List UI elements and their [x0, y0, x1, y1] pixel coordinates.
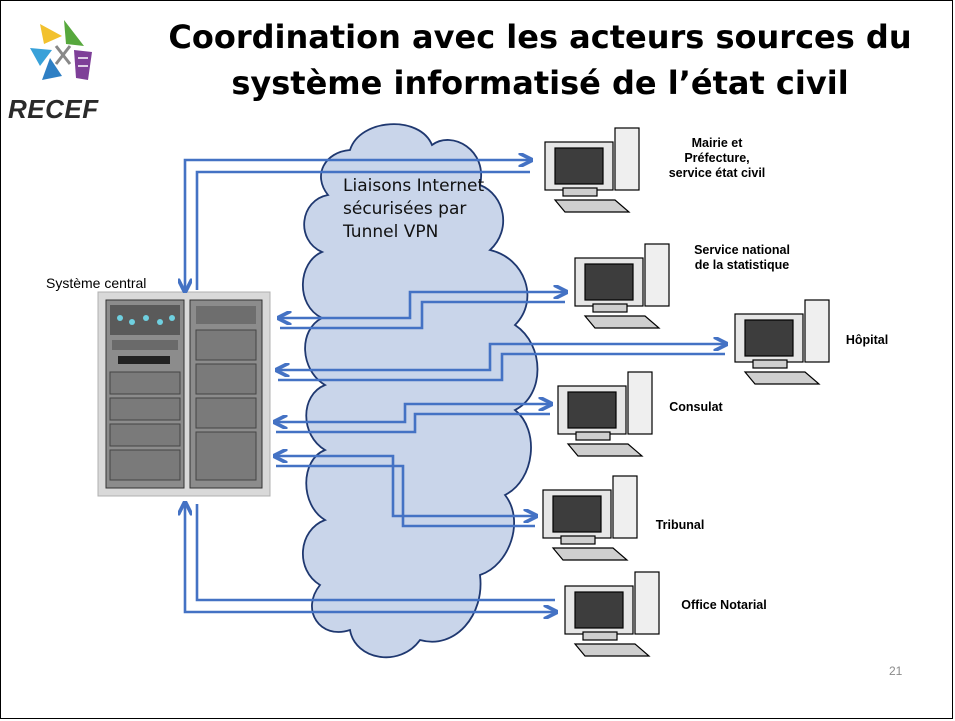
link-notarial: [185, 504, 555, 612]
page-number: 21: [889, 664, 903, 678]
node-label-notarial: Office Notarial: [681, 598, 767, 612]
page-title: Coordination avec les acteurs sources du…: [168, 18, 912, 102]
link-hopital: [278, 344, 725, 370]
central-server-rack: [97, 291, 271, 497]
central-system-label: Système central: [46, 275, 147, 291]
node-label-consulat: Consulat: [669, 400, 723, 414]
node-label-hopital: Hôpital: [845, 333, 889, 347]
node-label-tribunal: Tribunal: [655, 518, 705, 532]
link-statistique: [280, 292, 565, 318]
recef-logo-icon: [30, 20, 92, 80]
link-consulat: [276, 404, 550, 422]
logo-text: RECEF: [8, 94, 99, 124]
link-mairie: [185, 160, 530, 290]
vpn-links: [185, 160, 725, 612]
computer-icons: [542, 127, 830, 657]
vpn-cloud-label: Liaisons Internet sécurisées par Tunnel …: [343, 176, 485, 242]
